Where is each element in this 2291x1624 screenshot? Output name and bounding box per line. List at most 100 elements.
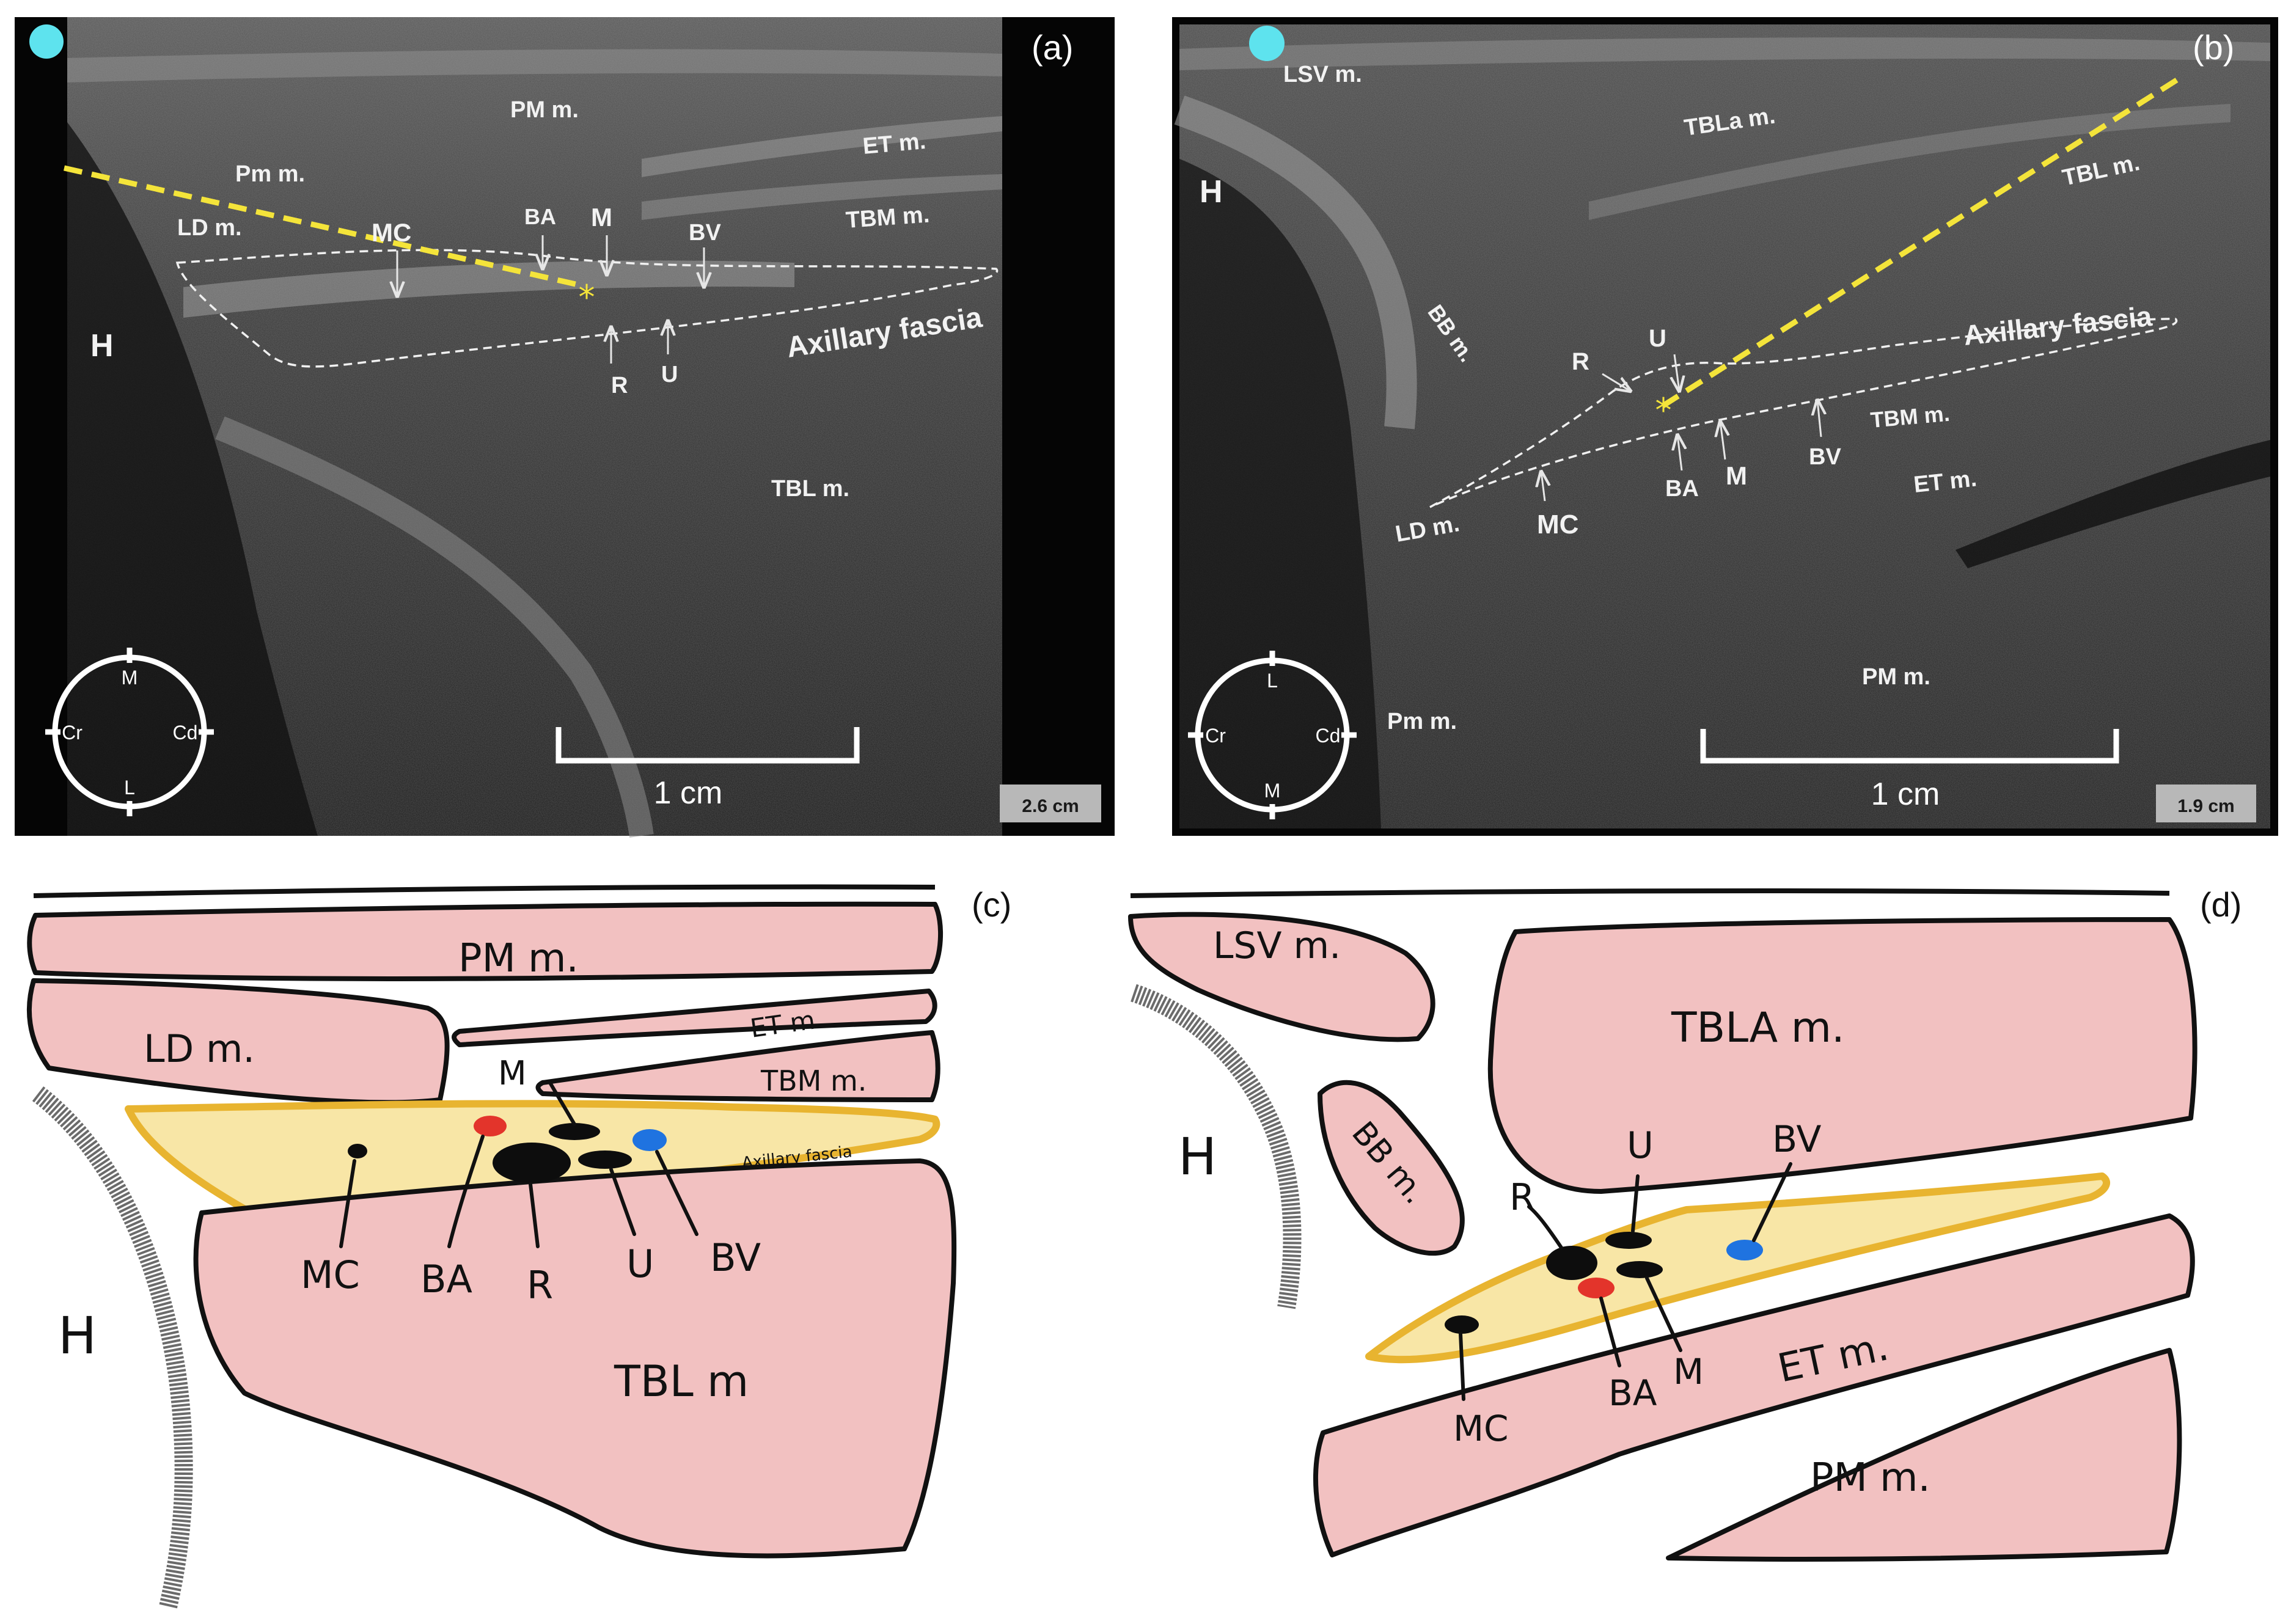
panel-d-muscle-lsv xyxy=(1128,912,1435,1042)
panel-b-orientation-compass: L M Cr Cd xyxy=(1188,651,1357,819)
panel-b-humerus-shadow xyxy=(1179,159,1381,828)
panel-c-muscle-et xyxy=(452,989,937,1047)
panel-b-compass-bottom: M xyxy=(1264,780,1281,802)
panel-d-label-mc: MC xyxy=(1453,1408,1509,1449)
panel-d-leader-mc xyxy=(1459,1332,1465,1401)
panel-b-arrow-ba xyxy=(1677,435,1682,471)
panel-d-muscle-pm xyxy=(1666,1348,2182,1562)
panel-c-leader-r xyxy=(529,1182,540,1248)
panel-b-arrow-m xyxy=(1720,422,1725,460)
panel-c-leader-m xyxy=(548,1081,576,1126)
panel-c-skin-line xyxy=(33,884,936,898)
panel-d-nerve-r xyxy=(1546,1246,1597,1280)
panel-a-bright-arc xyxy=(215,416,654,838)
panel-c-nerve-u xyxy=(578,1150,632,1169)
panel-a-bright-band xyxy=(642,174,1002,220)
panel-b-compass-left: Cr xyxy=(1205,725,1226,747)
panel-c-label-h: H xyxy=(58,1306,97,1366)
panel-b-ultrasound: * LSV m. TBLa m. TBL m. H BB m. R U Axil… xyxy=(1172,17,2278,836)
panel-b-depth-box xyxy=(2156,785,2256,822)
panel-d-label-ba: BA xyxy=(1608,1372,1657,1414)
panel-a-indicator-dot xyxy=(29,24,64,59)
panel-d-label-r: R xyxy=(1509,1176,1535,1219)
panel-c-label-u: U xyxy=(626,1242,654,1286)
panel-a-orientation-compass: M L Cr Cd xyxy=(45,648,214,816)
panel-b-compass-top: L xyxy=(1267,670,1278,692)
panel-a-depth-label: 2.6 cm xyxy=(1022,796,1079,816)
panel-b-compass-right: Cd xyxy=(1316,725,1341,747)
panel-a-needle xyxy=(64,165,584,289)
panel-d-nerve-m xyxy=(1616,1261,1663,1278)
panel-d-skin-line xyxy=(1130,888,2170,898)
panel-b-axillary-fascia-outline xyxy=(1429,318,2178,508)
panel-a-axillary-fascia-outline xyxy=(175,249,999,368)
panel-b-bright-band xyxy=(1179,37,2270,70)
panel-a-label-bv: BV xyxy=(689,220,721,246)
panel-b-indicator-dot xyxy=(1249,26,1285,61)
panel-b-label-h: H xyxy=(1200,174,1223,210)
panel-c-label-ba: BA xyxy=(420,1257,472,1301)
panel-d-letter: (d) xyxy=(2200,885,2242,924)
panel-b-label-pm-minor: Pm m. xyxy=(1387,709,1457,734)
panel-a-compass-right: Cd xyxy=(173,722,198,744)
panel-c-leader-mc xyxy=(339,1159,356,1248)
panel-d-muscle-tbla xyxy=(1487,917,2198,1194)
panel-c-muscle-pm xyxy=(27,901,943,981)
panel-c-label-mc: MC xyxy=(301,1253,360,1297)
panel-c-label-ld: LD m. xyxy=(144,1026,255,1071)
panel-b-arrow-mc xyxy=(1541,472,1545,502)
panel-a-compass-top: M xyxy=(122,667,138,689)
panel-b-injection-site: * xyxy=(1655,391,1672,430)
panel-b-arrow-r xyxy=(1602,373,1630,391)
panel-b-letter: (b) xyxy=(2193,28,2234,67)
panel-a-label-tbl: TBL m. xyxy=(771,476,849,502)
panel-b-label-u: U xyxy=(1649,325,1666,352)
panel-c-label-r: R xyxy=(527,1263,553,1308)
panel-c-schematic: PM m. LD m. ET m. TBM m. M Axillary fasc… xyxy=(27,884,1011,1609)
panel-c-label-tbm: TBM m. xyxy=(760,1064,867,1097)
panel-b-scale-bar xyxy=(1700,729,2119,764)
panel-c-nerve-r xyxy=(493,1143,571,1183)
panel-b-needle xyxy=(1657,78,2179,411)
panel-b-bright-band xyxy=(1589,104,2231,220)
panel-d-label-m: M xyxy=(1673,1351,1704,1392)
panel-c-label-m: M xyxy=(498,1054,527,1092)
panel-b-depth-label: 1.9 cm xyxy=(2177,796,2234,816)
panel-b-arrow-bv xyxy=(1817,400,1821,437)
panel-c-leader-u xyxy=(609,1168,636,1236)
panel-a-scale-label: 1 cm xyxy=(654,775,723,811)
panel-d-label-tbla: TBLA m. xyxy=(1671,1004,1845,1052)
panel-c-muscle-ld xyxy=(27,978,450,1105)
panel-c-label-pm: PM m. xyxy=(458,936,579,981)
panel-b-dark-band xyxy=(1956,440,2270,568)
panel-b-label-ba: BA xyxy=(1665,476,1699,502)
panel-d-leader-u xyxy=(1631,1174,1640,1233)
panel-a-label-r: R xyxy=(611,373,628,398)
panel-d-leader-m xyxy=(1645,1276,1682,1352)
panel-a-label-pm-major: PM m. xyxy=(510,97,579,123)
panel-a-compass-bottom: L xyxy=(124,777,135,799)
panel-a-label-ld: LD m. xyxy=(177,215,242,241)
panel-b-label-lsv: LSV m. xyxy=(1283,62,1362,87)
panel-c-letter: (c) xyxy=(972,885,1011,924)
panel-a-bright-band xyxy=(67,49,1002,82)
panel-a-label-u: U xyxy=(661,362,678,387)
panel-c-leader-bv xyxy=(655,1150,698,1236)
panel-c-artery-ba xyxy=(474,1116,507,1136)
panel-a-scale-bar xyxy=(555,727,860,764)
panel-b-label-r: R xyxy=(1572,348,1589,375)
panel-d-muscle-et xyxy=(1313,1213,2195,1557)
panel-d-vein-bv xyxy=(1726,1240,1763,1260)
panel-c-vein-bv xyxy=(632,1129,667,1151)
panel-c-muscle-tbm xyxy=(535,1030,940,1102)
panel-d-label-lsv: LSV m. xyxy=(1213,924,1341,967)
panel-b-label-m: M xyxy=(1726,461,1747,490)
panel-d-schematic: LSV m. TBLA m. H BB m. U BV R MC BA M ET… xyxy=(1128,885,2242,1562)
panel-c-nerve-mc xyxy=(348,1144,367,1158)
panel-a-label-mc: MC xyxy=(372,218,411,247)
panel-a-label-tbm: TBM m. xyxy=(845,202,931,233)
panel-a-letter: (a) xyxy=(1032,28,1073,67)
panel-b-scale-label: 1 cm xyxy=(1871,777,1940,812)
panel-a-injection-site: * xyxy=(579,278,595,316)
